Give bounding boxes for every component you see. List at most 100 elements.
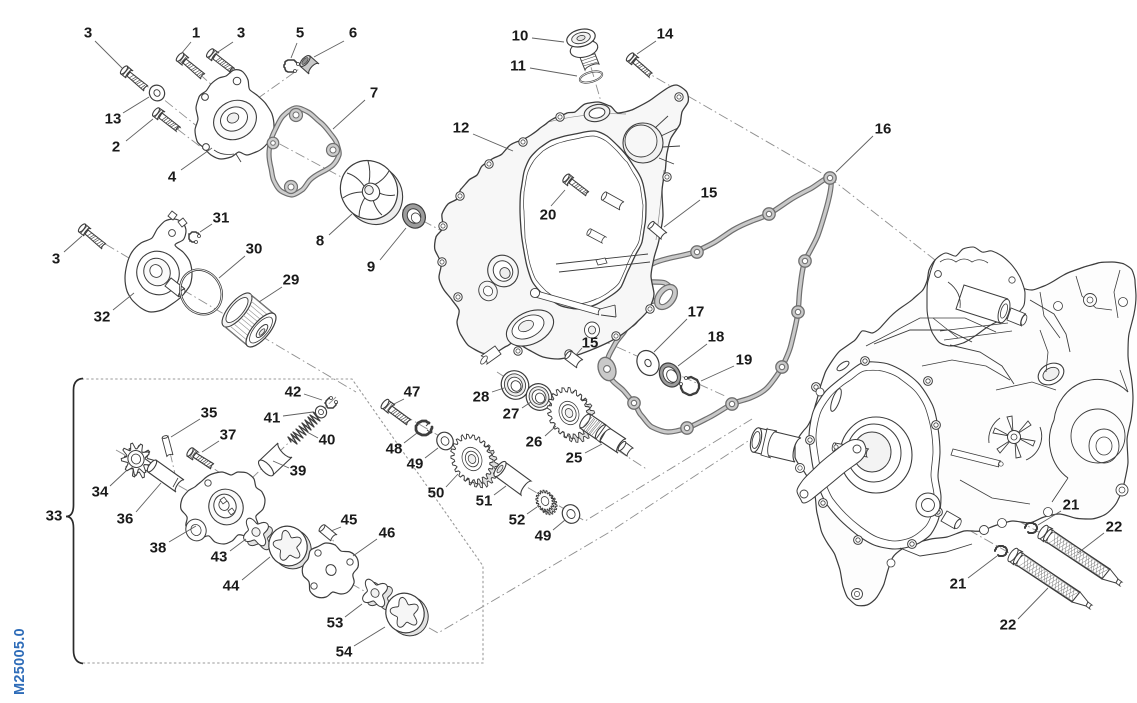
part-callout-11: 11 (510, 58, 526, 75)
part-callout-46: 46 (379, 525, 396, 542)
leader-line-6 (313, 40, 345, 58)
part-callout-29: 29 (283, 272, 300, 289)
spring-40 (287, 411, 321, 445)
leader-line-36 (135, 482, 162, 513)
oil-pump-plate-46 (301, 542, 360, 599)
bearing-28 (500, 370, 530, 400)
screw-2 (151, 107, 182, 133)
pin-35 (161, 435, 174, 458)
part-callout-27: 27 (503, 406, 520, 423)
leader-line-37 (201, 440, 220, 453)
oil-pump-body-38 (179, 471, 266, 545)
screw-14 (625, 52, 654, 79)
part-callout-26: 26 (526, 434, 543, 451)
washer-13 (148, 84, 166, 102)
leader-line-25 (584, 443, 603, 454)
leader-line-8 (328, 213, 353, 236)
oil-strainer-tubes-22-orings-21 (994, 522, 1124, 610)
oil-filler-cap-10 (566, 28, 600, 72)
part-callout-49: 49 (535, 528, 552, 545)
leader-line-28 (491, 387, 505, 393)
part-callout-19: 19 (736, 352, 753, 369)
part-callout-33: 33 (46, 508, 63, 525)
leader-line-29 (258, 286, 283, 303)
plug-6 (299, 54, 320, 75)
leader-line-26 (544, 425, 557, 437)
leader-line-14 (636, 40, 657, 55)
leader-line-9 (379, 227, 407, 261)
leader-line-2 (125, 118, 154, 142)
leader-line-21 (1037, 510, 1062, 526)
washer-17 (636, 349, 660, 377)
circlip-19 (679, 375, 701, 397)
part-callout-21: 21 (950, 576, 967, 593)
part-callout-25: 25 (566, 450, 583, 467)
seal-18 (658, 362, 682, 388)
leader-line-12 (472, 133, 514, 152)
part-callout-45: 45 (341, 512, 358, 529)
part-callout-30: 30 (246, 241, 263, 258)
leader-line-3 (214, 41, 234, 55)
water-pump-body-32 (124, 210, 193, 313)
part-callout-39: 39 (290, 463, 307, 480)
leader-line-7 (332, 99, 366, 130)
part-callout-3: 3 (52, 251, 60, 268)
leader-line-22 (1077, 532, 1105, 554)
part-callout-31: 31 (213, 210, 230, 227)
oil-pump-assembly-box (65, 377, 484, 665)
part-callout-12: 12 (453, 120, 470, 137)
part-callout-50: 50 (428, 485, 445, 502)
leader-line-27 (521, 401, 532, 409)
leader-line-1 (180, 41, 192, 55)
clip-31 (188, 231, 201, 244)
outer-rotor-44 (268, 525, 312, 570)
shaft-25 (579, 413, 635, 458)
part-callout-51: 51 (476, 493, 493, 510)
leader-line-11 (529, 67, 578, 77)
sprocket-34 (120, 442, 155, 479)
dowel-pin-15b (564, 350, 584, 369)
lock-washer-48 (414, 419, 434, 437)
shaft-36 (146, 459, 185, 493)
leader-line-15 (575, 347, 583, 356)
part-callout-10: 10 (512, 28, 529, 45)
leader-line-30 (218, 255, 246, 279)
leader-line-15 (663, 199, 701, 228)
part-callout-49: 49 (407, 456, 424, 473)
crankcase-drawing (749, 246, 1137, 607)
part-callout-4: 4 (168, 169, 177, 186)
leader-line-49 (424, 447, 439, 459)
leader-line-50 (445, 473, 459, 488)
part-callout-16: 16 (875, 121, 892, 138)
leader-line-48 (403, 432, 418, 444)
part-callout-48: 48 (386, 441, 403, 458)
leader-line-35 (170, 418, 201, 438)
leader-line-51 (493, 485, 507, 496)
part-callout-40: 40 (319, 432, 336, 449)
part-callout-41: 41 (264, 410, 281, 427)
part-callout-35: 35 (201, 405, 218, 422)
part-callout-38: 38 (150, 540, 167, 557)
inner-rotor-53 (362, 578, 393, 611)
leader-line-47 (393, 398, 405, 405)
leader-line-19 (700, 365, 735, 382)
part-callout-34: 34 (92, 484, 109, 501)
part-callout-2: 2 (112, 139, 120, 156)
part-callout-28: 28 (473, 389, 490, 406)
leader-line-45 (330, 526, 342, 532)
leader-line-46 (352, 538, 378, 557)
bearing-27 (525, 383, 553, 411)
leader-line-53 (344, 603, 363, 618)
screw-3c (77, 223, 107, 250)
impeller-8 (339, 159, 404, 226)
part-callout-15: 15 (701, 185, 718, 202)
washer-49a (436, 431, 454, 451)
part-callout-22: 22 (1000, 617, 1017, 634)
leader-line-32 (112, 292, 135, 311)
leader-line-3 (63, 235, 83, 253)
leader-line-44 (241, 556, 271, 581)
spacer-51 (493, 460, 533, 497)
oil-filter-29 (221, 292, 277, 348)
